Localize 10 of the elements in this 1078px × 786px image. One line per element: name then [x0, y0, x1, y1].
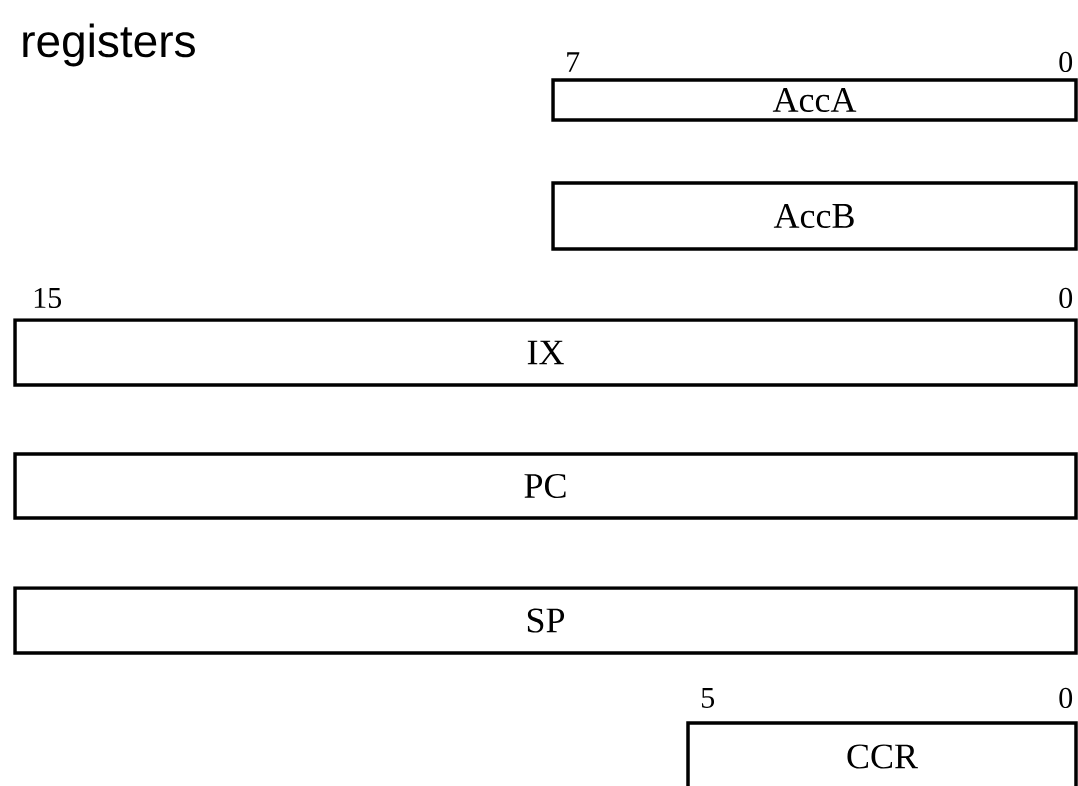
- bit-number: 0: [1059, 687, 1073, 709]
- bit-number: 0: [1059, 287, 1073, 309]
- register-box: SP: [13, 586, 1078, 655]
- register-box: AccB: [551, 181, 1078, 251]
- bit-number: 5: [701, 688, 715, 708]
- register-box: PC: [13, 452, 1078, 520]
- register-box: AccA: [551, 78, 1078, 122]
- register-box: CCR: [686, 721, 1078, 786]
- title: registers: [23, 23, 195, 67]
- register-box: IX: [13, 318, 1078, 387]
